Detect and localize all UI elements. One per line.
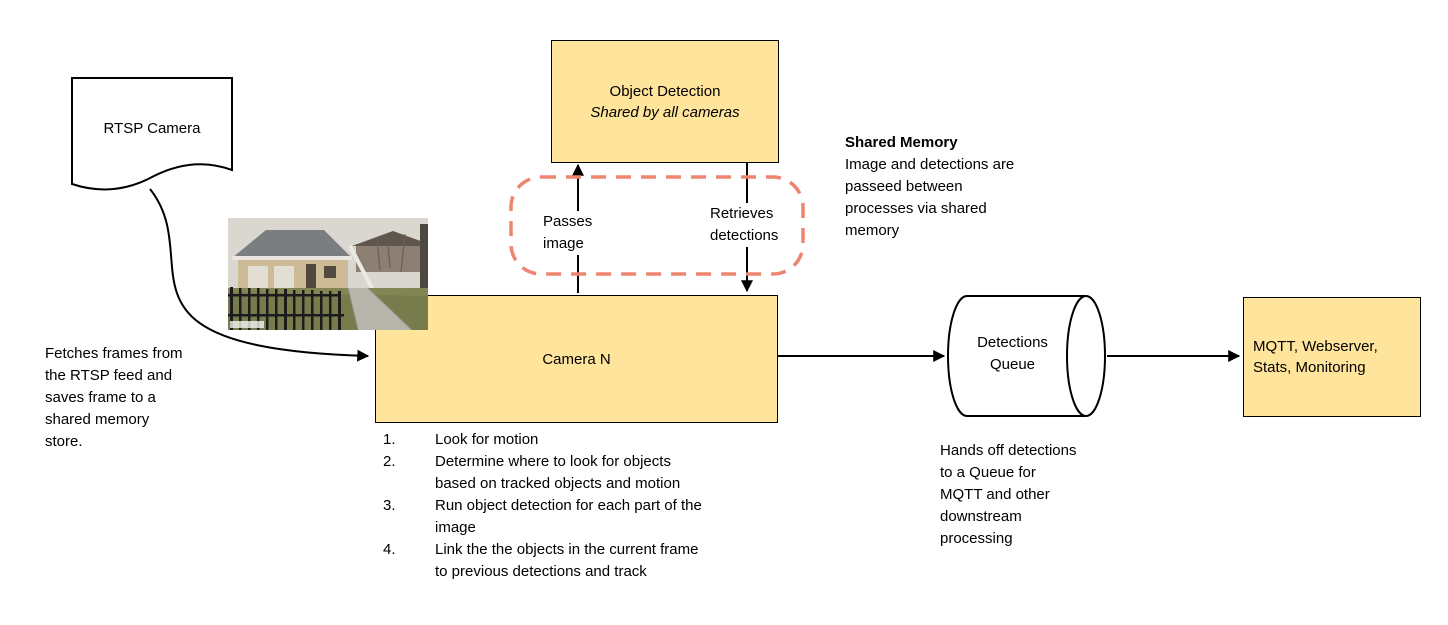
step-number: 3. <box>383 497 396 514</box>
fetch-note: Fetches frames from the RTSP feed and sa… <box>45 345 183 450</box>
camera-n-node: Camera N <box>375 295 778 423</box>
rtsp-camera-shape <box>71 77 233 191</box>
step-text: Determine where to look for objects base… <box>435 453 681 492</box>
camera-snapshot-image <box>228 218 434 331</box>
step-number: 4. <box>383 541 396 558</box>
step-number: 1. <box>383 431 396 448</box>
camera-step: 1. Look for motion <box>383 429 783 451</box>
camera-steps: 1. Look for motion 2. Determine where to… <box>383 429 783 583</box>
queue-note: Hands off detections to a Queue for MQTT… <box>940 442 1077 547</box>
step-text: Run object detection for each part of th… <box>435 497 702 536</box>
detections-queue-label: Detections Queue <box>977 334 1048 373</box>
passes-image-label: Passes image <box>541 211 595 255</box>
step-text: Link the the objects in the current fram… <box>435 541 699 580</box>
camera-step: 3. Run object detection for each part of… <box>383 495 783 539</box>
camera-step: 2. Determine where to look for objects b… <box>383 451 783 495</box>
camera-snapshot <box>228 218 434 331</box>
rtsp-camera-label: RTSP Camera <box>103 120 201 137</box>
mqtt-label: MQTT, Webserver, Stats, Monitoring <box>1253 338 1378 376</box>
shared-memory-body: Image and detections are passeed between… <box>845 156 1015 239</box>
step-number: 2. <box>383 453 396 470</box>
step-text: Look for motion <box>435 431 539 448</box>
shared-memory-note: Shared Memory Image and detections are p… <box>845 132 1065 242</box>
retrieves-detections-label: Retrieves detections <box>708 203 781 247</box>
object-detection-subtitle: Shared by all cameras <box>590 103 740 121</box>
camera-n-label: Camera N <box>542 350 611 368</box>
object-detection-title: Object Detection <box>609 82 721 100</box>
mqtt-node: MQTT, Webserver, Stats, Monitoring <box>1243 297 1421 417</box>
camera-step: 4. Link the the objects in the current f… <box>383 539 783 583</box>
arrow-rtsp-to-camera <box>149 188 370 362</box>
shared-memory-boundary <box>509 175 805 276</box>
detections-queue-shape <box>947 295 1106 417</box>
shared-memory-title: Shared Memory <box>845 134 958 151</box>
object-detection-node: Object Detection Shared by all cameras <box>551 40 779 163</box>
